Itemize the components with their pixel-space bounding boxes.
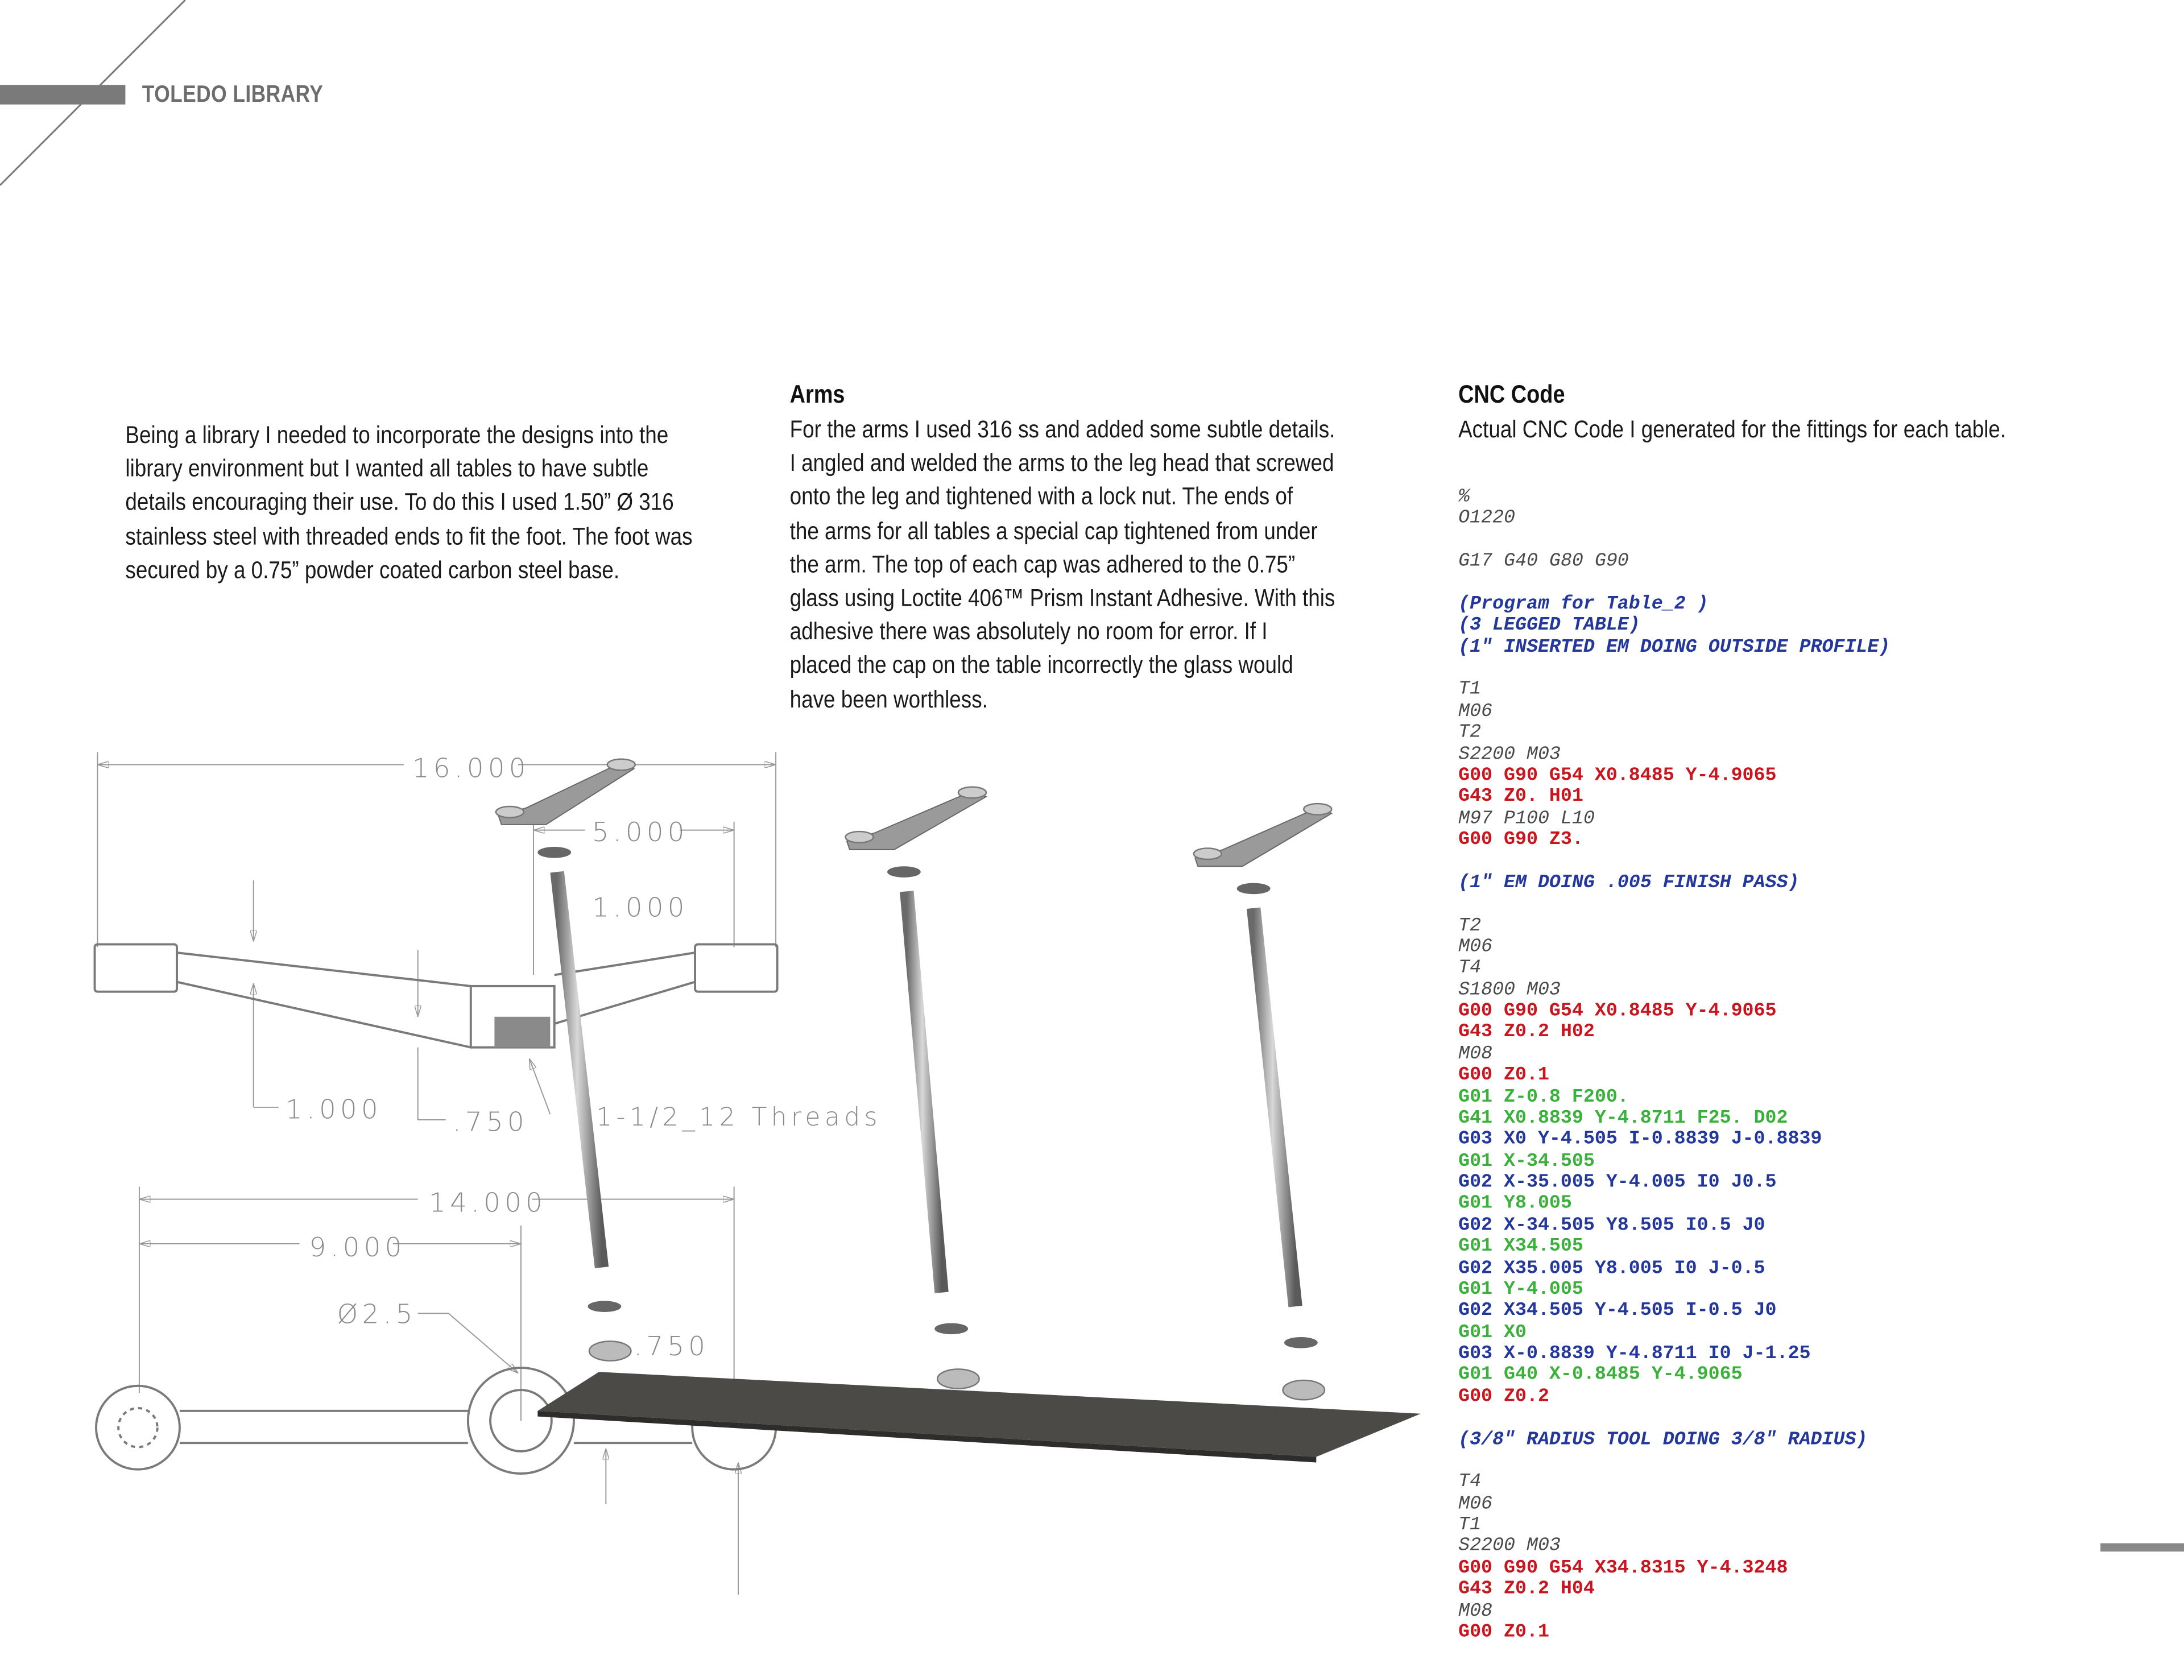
dim-750-label: .750 bbox=[453, 1107, 528, 1137]
code-line: T2 bbox=[1458, 916, 1482, 937]
leg-3 bbox=[1193, 802, 1333, 1401]
code-line: G01 G40 X-0.8485 Y-4.9065 bbox=[1458, 1365, 1743, 1387]
dim-1-left-label: 1.000 bbox=[286, 1094, 382, 1125]
dim-5-label: 5.000 bbox=[592, 817, 689, 847]
dim-14-label: 14.000 bbox=[429, 1187, 547, 1218]
code-line: (Program for Table_2 ) bbox=[1458, 594, 1709, 616]
code-line: G00 Z0.1 bbox=[1458, 1622, 1549, 1644]
base-plan-drawing bbox=[93, 943, 779, 1475]
code-line bbox=[1458, 1451, 1890, 1473]
dim-1-top-label: 1.000 bbox=[592, 892, 689, 922]
code-line: M08 bbox=[1458, 1044, 1493, 1065]
code-line: G17 G40 G80 G90 bbox=[1458, 552, 1629, 573]
intro-line: library environment but I wanted all tab… bbox=[125, 454, 649, 482]
intro-line: secured by a 0.75” powder coated carbon … bbox=[125, 555, 620, 584]
code-line: S1800 M03 bbox=[1458, 980, 1561, 1001]
code-line: G00 G90 G54 X34.8315 Y-4.3248 bbox=[1458, 1558, 1788, 1579]
code-line bbox=[1458, 659, 1890, 680]
code-line: G00 Z0.2 bbox=[1458, 1387, 1549, 1408]
code-line: S2200 M03 bbox=[1458, 744, 1561, 765]
code-line: G00 G90 Z3. bbox=[1458, 830, 1583, 851]
diameter-label: Ø2.5 bbox=[337, 1299, 417, 1330]
code-line: % bbox=[1458, 487, 1470, 508]
arms-line: I angled and welded the arms to the leg … bbox=[789, 449, 1334, 477]
dim-750-b-label: .750 bbox=[634, 1331, 709, 1362]
header-title: TOLEDO LIBRARY bbox=[142, 81, 324, 107]
exploded-3d-assembly bbox=[495, 758, 1421, 1463]
code-line: M06 bbox=[1458, 937, 1493, 958]
header-bar bbox=[0, 85, 126, 105]
arms-paragraph: For the arms I used 316 ss and added som… bbox=[790, 412, 1335, 715]
arms-line: the arm. The top of each cap was adhered… bbox=[789, 549, 1296, 578]
arms-line: glass using Loctite 406™ Prism Instant A… bbox=[789, 583, 1335, 611]
code-line: (3 LEGGED TABLE) bbox=[1458, 616, 1640, 637]
code-line: G01 X34.505 bbox=[1458, 1237, 1583, 1258]
code-line: T1 bbox=[1458, 1515, 1482, 1537]
code-line: S2200 M03 bbox=[1458, 1537, 1561, 1558]
code-line bbox=[1458, 895, 1890, 916]
leg-1 bbox=[495, 758, 636, 1362]
code-line: G01 Y8.005 bbox=[1458, 1194, 1572, 1215]
code-line: G03 X-0.8839 Y-4.8711 I0 J-1.25 bbox=[1458, 1344, 1811, 1365]
code-line: G01 X0 bbox=[1458, 1322, 1527, 1344]
intro-line: details encouraging their use. To do thi… bbox=[125, 488, 674, 516]
intro-line: Being a library I needed to incorporate … bbox=[125, 420, 669, 449]
code-line: (1" EM DOING .005 FINISH PASS) bbox=[1458, 872, 1800, 894]
dim-9-label: 9.000 bbox=[309, 1232, 406, 1263]
code-line: G43 Z0.2 H04 bbox=[1458, 1579, 1595, 1601]
code-line: G02 X-34.505 Y8.505 I0.5 J0 bbox=[1458, 1215, 1765, 1237]
code-line: T4 bbox=[1458, 958, 1482, 980]
code-line: T2 bbox=[1458, 723, 1482, 744]
intro-line: stainless steel with threaded ends to fi… bbox=[125, 522, 693, 550]
code-line: O1220 bbox=[1458, 508, 1516, 530]
code-line bbox=[1458, 851, 1890, 873]
arms-line: placed the cap on the table incorrectly … bbox=[789, 651, 1293, 679]
code-line: G00 G90 G54 X0.8485 Y-4.9065 bbox=[1458, 765, 1777, 787]
cnc-subtitle: Actual CNC Code I generated for the fitt… bbox=[1458, 415, 2007, 443]
code-line: G43 Z0.2 H02 bbox=[1458, 1023, 1595, 1044]
code-line: G02 X-35.005 Y-4.005 I0 J0.5 bbox=[1458, 1173, 1777, 1194]
intro-paragraph: Being a library I needed to incorporate … bbox=[125, 418, 692, 586]
code-line: M08 bbox=[1458, 1601, 1493, 1622]
code-line: G02 X35.005 Y8.005 I0 J-0.5 bbox=[1458, 1258, 1765, 1280]
arms-line: For the arms I used 316 ss and added som… bbox=[789, 415, 1335, 443]
technical-drawing: 16.000 5.000 1.000 1.000 .750 1-1/2_12 T… bbox=[93, 752, 1421, 1595]
code-line: G00 Z0.1 bbox=[1458, 1065, 1549, 1087]
arms-line: the arms for all tables a special cap ti… bbox=[789, 516, 1318, 544]
code-line: T1 bbox=[1458, 680, 1482, 701]
code-line: (1" INSERTED EM DOING OUTSIDE PROFILE) bbox=[1458, 637, 1891, 659]
arms-line: adhesive there was absolutely no room fo… bbox=[789, 617, 1268, 645]
arms-line: onto the leg and tightened with a lock n… bbox=[789, 482, 1293, 511]
leg-2 bbox=[845, 786, 988, 1389]
dim-16-label: 16.000 bbox=[412, 753, 530, 784]
code-line bbox=[1458, 1408, 1890, 1430]
arms-line: have been worthless. bbox=[789, 684, 988, 713]
threads-label: 1-1/2_12 Threads bbox=[596, 1103, 882, 1132]
code-line: G02 X34.505 Y-4.505 I-0.5 J0 bbox=[1458, 1301, 1777, 1322]
code-line: G43 Z0. H01 bbox=[1458, 787, 1583, 809]
code-line: M06 bbox=[1458, 1493, 1493, 1515]
cnc-heading: CNC Code bbox=[1458, 380, 1565, 408]
code-line: G41 X0.8839 Y-4.8711 F25. D02 bbox=[1458, 1108, 1788, 1129]
code-line bbox=[1458, 530, 1890, 552]
code-line: G01 X-34.505 bbox=[1458, 1151, 1595, 1173]
code-line: M97 P100 L10 bbox=[1458, 808, 1595, 830]
code-line bbox=[1458, 573, 1890, 595]
page-edge-bar bbox=[2100, 1543, 2184, 1552]
code-line: G03 X0 Y-4.505 I-0.8839 J-0.8839 bbox=[1458, 1129, 1822, 1151]
code-line: G01 Y-4.005 bbox=[1458, 1280, 1583, 1301]
code-line: M06 bbox=[1458, 701, 1493, 723]
code-line: G01 Z-0.8 F200. bbox=[1458, 1087, 1629, 1108]
code-line: T4 bbox=[1458, 1472, 1482, 1493]
arms-heading: Arms bbox=[789, 380, 845, 408]
code-line: (3/8" RADIUS TOOL DOING 3/8" RADIUS) bbox=[1458, 1429, 1868, 1451]
code-line: G00 G90 G54 X0.8485 Y-4.9065 bbox=[1458, 1001, 1777, 1023]
